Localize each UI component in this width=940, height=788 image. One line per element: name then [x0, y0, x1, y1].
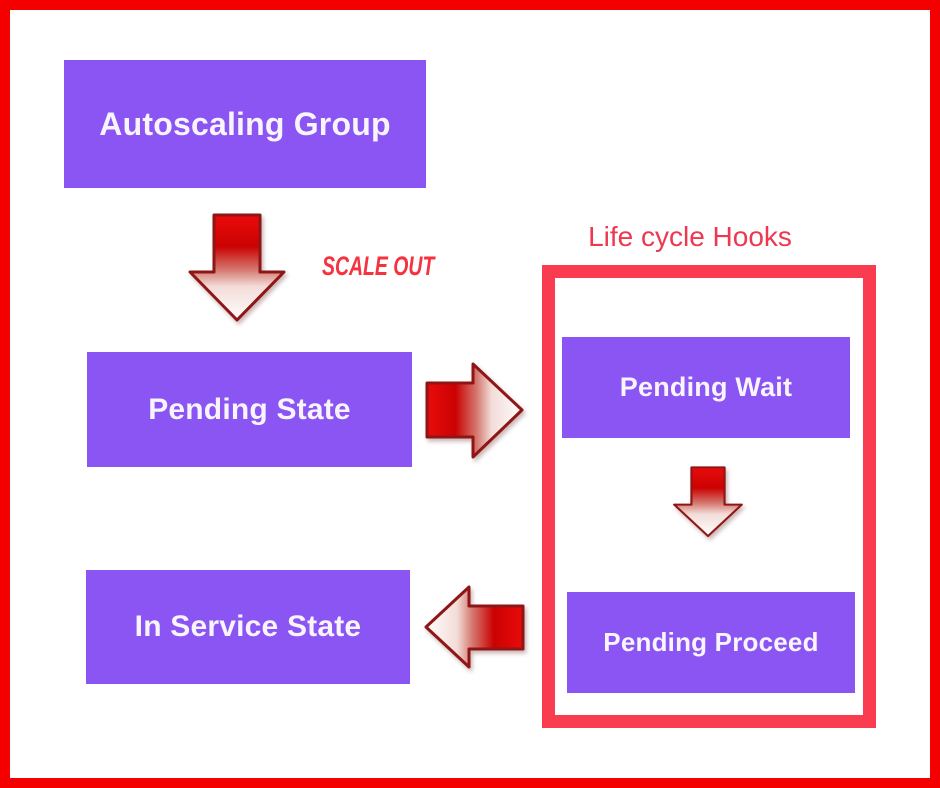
- lifecycle-hooks-title: Life cycle Hooks: [588, 221, 792, 252]
- down-arrow-icon: [187, 213, 287, 323]
- left-arrow-icon: [423, 584, 526, 671]
- scale-out-label: SCALE OUT: [322, 251, 435, 281]
- down-arrow-icon: [672, 466, 744, 538]
- node-autoscaling-group: Autoscaling Group: [64, 60, 426, 188]
- node-pending-wait-label: Pending Wait: [619, 372, 793, 402]
- node-pending-state: Pending State: [87, 352, 412, 467]
- right-arrow-icon: [425, 361, 525, 460]
- node-in-service-state: In Service State: [86, 570, 410, 684]
- node-pending-state-label: Pending State: [148, 392, 351, 426]
- node-in-service-state-label: In Service State: [134, 610, 362, 643]
- lifecycle-hooks-container: [542, 265, 876, 728]
- node-pending-proceed-label: Pending Proceed: [603, 627, 819, 657]
- node-autoscaling-group-label: Autoscaling Group: [99, 105, 391, 142]
- node-pending-wait: Pending Wait: [562, 337, 850, 438]
- node-pending-proceed: Pending Proceed: [567, 592, 855, 693]
